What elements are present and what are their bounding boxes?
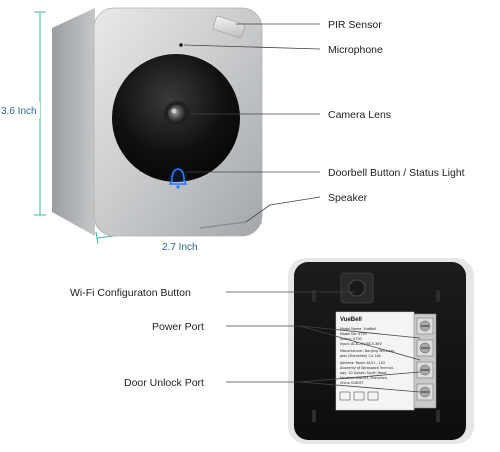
height-label: 3.6 Inch (1, 106, 37, 117)
front-callouts: PIR Sensor Microphone Camera Lens Doorbe… (183, 19, 465, 223)
label-wifi-config-button: Wi-Fi Configuraton Button (70, 287, 191, 299)
back-device: VueBell Model Name: VueBell Model No: 47… (288, 258, 474, 444)
label-speaker: Speaker (328, 192, 368, 204)
device-label-line: Academy of Aerospace Technol- (340, 366, 395, 370)
label-doorbell-button: Doorbell Button / Status Light (328, 167, 465, 179)
camera-lens-inner (168, 105, 186, 123)
width-label: 2.7 Inch (162, 242, 198, 253)
bell-icon (168, 168, 188, 189)
front-device (52, 7, 263, 237)
label-pir-sensor: PIR Sensor (328, 19, 382, 31)
label-microphone: Microphone (328, 44, 383, 56)
height-dimension: 3.6 Inch (0, 11, 46, 216)
device-brand: VueBell (340, 317, 362, 323)
back-callouts: Wi-Fi Configuraton Button Power Port Doo… (70, 287, 421, 393)
device-info-label (335, 311, 415, 411)
label-power-port: Power Port (152, 321, 204, 333)
microphone-hole (179, 43, 183, 47)
device-label-line: Manufacturer: Nanjing Technolo- (340, 349, 396, 353)
device-label-line: Address: Room A101 - 102 (340, 361, 385, 365)
device-label-line: ogy, 10 Gaoxin South Road, (340, 371, 387, 375)
device-label-line: Model No: 4730 (340, 332, 367, 336)
terminal-screws (416, 317, 434, 401)
device-label-line: China 518057 (340, 381, 364, 385)
label-door-unlock-port: Door Unlock Port (124, 377, 204, 389)
device-side (52, 8, 95, 236)
pir-sensor (212, 15, 246, 39)
device-label-line: Status: 4730 (340, 337, 362, 341)
device-label-line: gies (Shenzhen) Co. Ltd. (340, 354, 381, 358)
device-label-line: Model Name: VueBell (340, 327, 376, 331)
device-label-line: Nanshan District, Shenzhen, (340, 376, 388, 380)
speaker-grille (199, 221, 247, 229)
label-camera-lens: Camera Lens (328, 109, 391, 121)
device-label-line: Input: AC8-24V/DC5-36V (340, 342, 382, 346)
